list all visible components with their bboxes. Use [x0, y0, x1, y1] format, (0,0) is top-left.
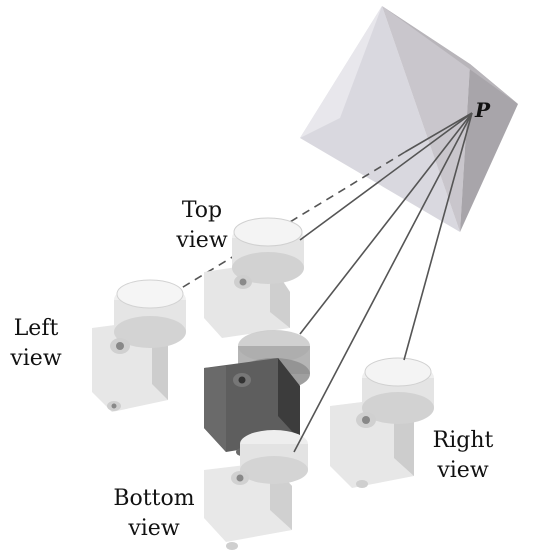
- right-view-label-line2: view: [437, 458, 489, 483]
- ray-center-part: [299, 112, 473, 335]
- part-bottom-view: [204, 430, 308, 550]
- pyramid-shade: [300, 6, 382, 138]
- bottom-view-label: Bottom view: [112, 484, 196, 544]
- ray-right-view: [403, 112, 473, 361]
- pyramid: [300, 6, 518, 232]
- part-top-view: [204, 217, 304, 338]
- pyramid-top-face: [382, 6, 470, 232]
- top-view-label-line1: Top: [181, 198, 223, 223]
- point-label: P: [475, 98, 491, 122]
- top-view-label: Top view: [170, 196, 234, 256]
- part-right-view: [330, 357, 434, 488]
- ray-top-view: [299, 112, 473, 241]
- left-view-label-line2: view: [10, 346, 62, 371]
- bottom-view-label-line1: Bottom: [113, 486, 195, 511]
- part-left-view: [92, 279, 186, 412]
- ray-left-view-inner: [404, 112, 473, 153]
- left-view-label: Left view: [6, 314, 66, 374]
- pyramid-front-face: [382, 6, 518, 104]
- right-view-label: Right view: [428, 426, 498, 486]
- top-view-label-line2: view: [176, 228, 228, 253]
- right-view-label-line1: Right: [432, 428, 494, 453]
- part-center: [204, 330, 310, 456]
- ray-bottom-view: [293, 112, 473, 453]
- bottom-view-label-line2: view: [128, 516, 180, 541]
- pyramid-left-face: [300, 6, 460, 232]
- pyramid-right-face: [460, 64, 518, 232]
- left-view-label-line1: Left: [13, 316, 59, 341]
- projection-rays: [293, 112, 473, 453]
